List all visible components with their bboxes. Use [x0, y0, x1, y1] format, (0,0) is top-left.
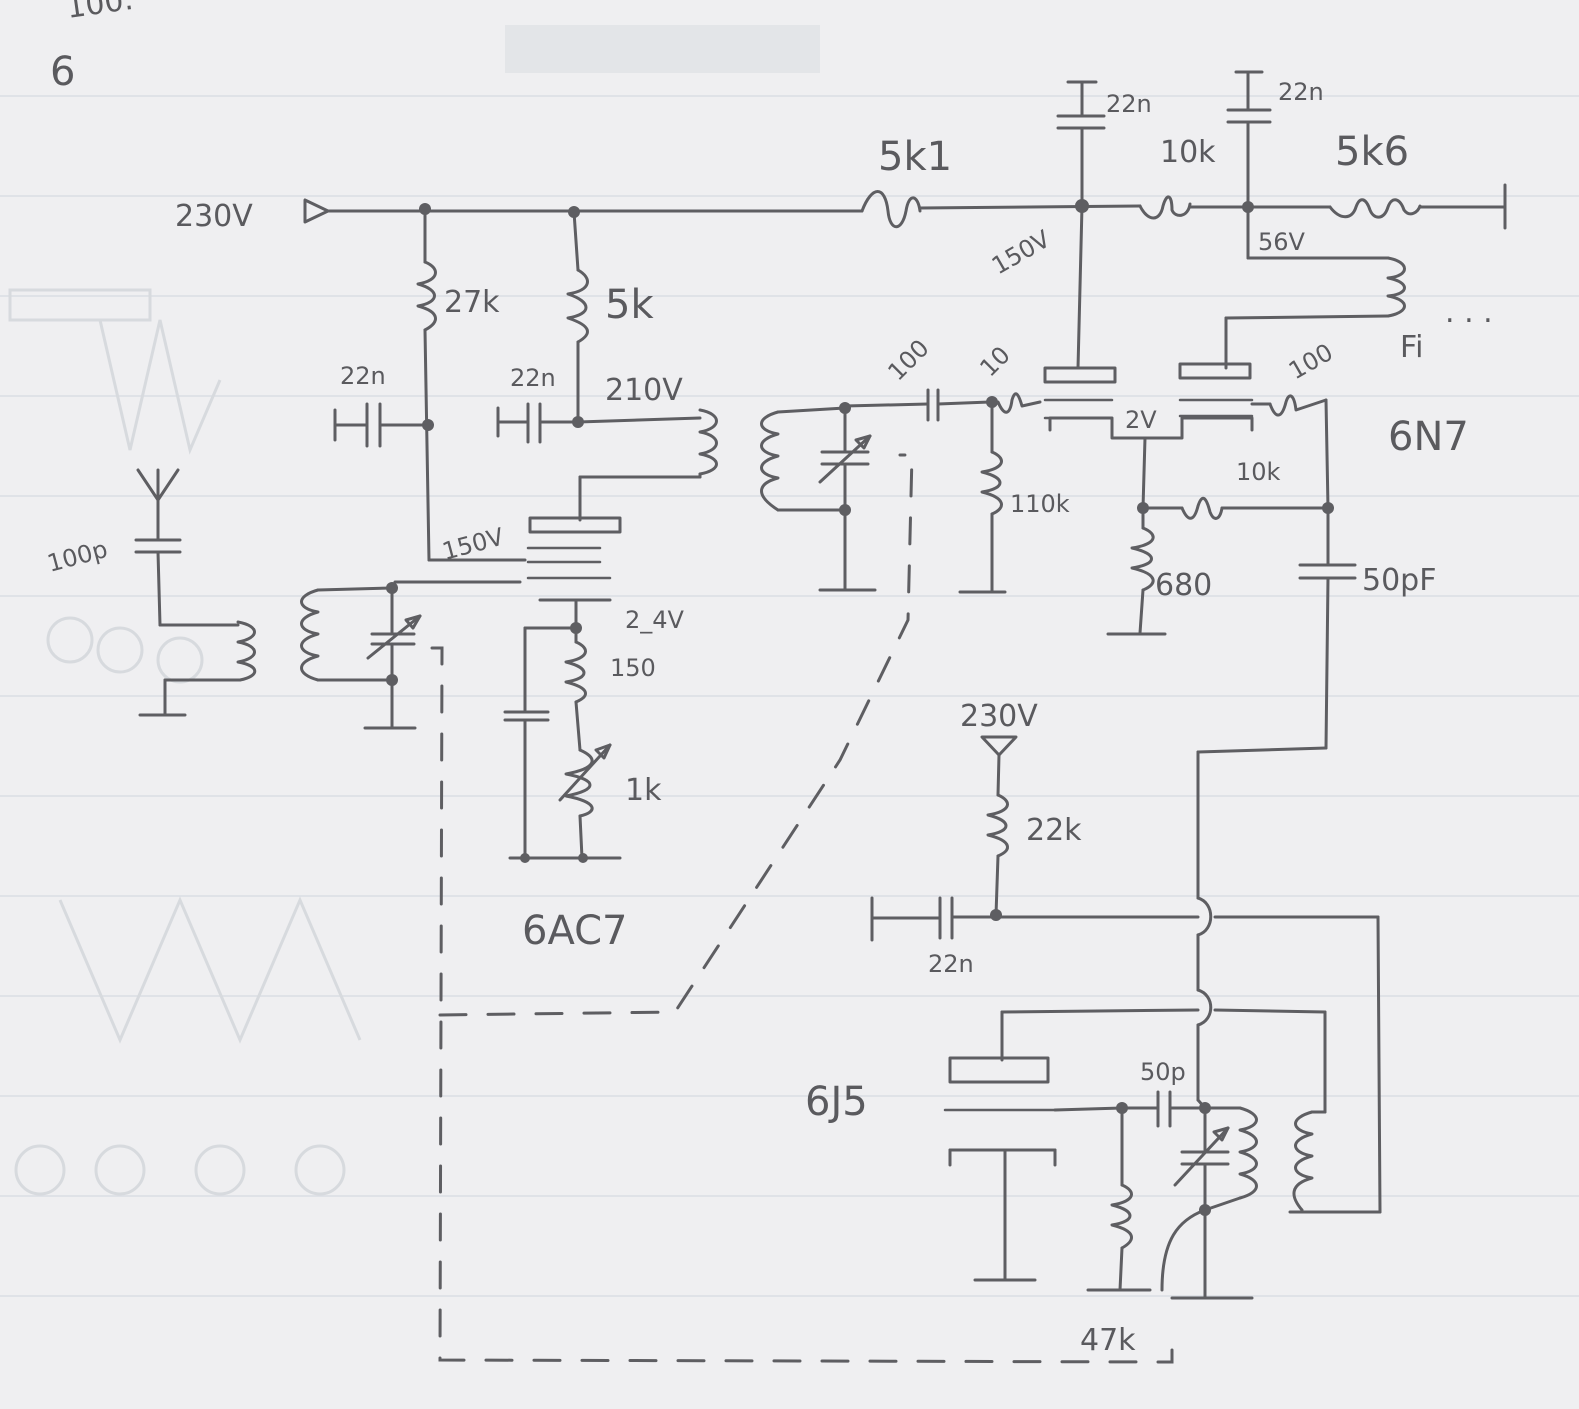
cathode-network-6ac7 — [503, 626, 622, 863]
label-27k: 27k — [444, 285, 500, 320]
label-22n-osc: 22n — [928, 950, 974, 978]
label-5k1: 5k1 — [878, 134, 952, 180]
capacitor-50pf — [1196, 506, 1357, 1102]
rail-to-6n7-plate — [1076, 204, 1084, 370]
label-fi-dots: . . . — [1445, 295, 1493, 330]
label-fi: Fi — [1400, 330, 1423, 365]
label-680: 680 — [1155, 568, 1212, 603]
resistor-10k-top-symbol — [1138, 195, 1192, 220]
capacitor-22n-mid — [496, 402, 580, 444]
label-22k: 22k — [1026, 813, 1082, 848]
antenna-input — [134, 468, 257, 717]
label-230v-input: 230V — [175, 199, 253, 234]
label-210v: 210V — [605, 373, 683, 408]
plate-resistor-100 — [1250, 394, 1330, 510]
label-100-grid: 100 — [882, 334, 934, 386]
capacitor-22n-left — [333, 402, 430, 448]
label-22n-top1: 22n — [1106, 90, 1152, 118]
label-150v-top: 150V — [987, 225, 1055, 281]
fi-coil — [1224, 205, 1406, 370]
label-22n-top2: 22n — [1278, 78, 1324, 106]
label-110k: 110k — [1010, 490, 1070, 518]
resistor-5k6-symbol — [1328, 198, 1422, 219]
tube-label-6ac7: 6AC7 — [522, 908, 628, 954]
label-2-4v: 2_4V — [625, 606, 685, 634]
capacitor-22n-top1 — [1056, 80, 1106, 208]
background-show-through — [8, 25, 820, 1196]
osc-supply-22k — [980, 735, 1018, 921]
label-50p-osc: 50p — [1140, 1058, 1186, 1086]
label-1k: 1k — [625, 773, 662, 808]
grid-tank-6ac7 — [300, 582, 422, 730]
label-22n-mid: 22n — [510, 364, 556, 392]
supply-rail — [303, 183, 1507, 230]
tube-label-6j5: 6J5 — [805, 1079, 868, 1125]
page-number: 6 — [50, 49, 75, 95]
label-150: 150 — [610, 654, 656, 682]
label-2v: 2V — [1125, 406, 1157, 434]
label-10-grid: 10 — [974, 341, 1015, 382]
label-10k-top: 10k — [1160, 135, 1216, 170]
label-100-plate: 100 — [1284, 338, 1338, 385]
label-56v: 56V — [1258, 228, 1306, 256]
osc-plate-coil — [1000, 1008, 1327, 1212]
label-100p-antenna: 100p — [44, 535, 110, 578]
tube-label-6n7: 6N7 — [1388, 414, 1469, 460]
resistor-5k — [566, 210, 589, 428]
osc-grid-network — [1086, 1090, 1207, 1292]
label-5k: 5k — [605, 282, 654, 328]
capacitor-22n-top2 — [1226, 70, 1272, 209]
resistor-27k — [416, 207, 527, 562]
capacitor-22n-osc — [870, 896, 1382, 1214]
tube-6n7-electrodes — [1043, 362, 1254, 514]
if-transformer-6n7-secondary — [760, 402, 877, 592]
osc-tank — [1160, 1098, 1258, 1300]
resistor-5k1-symbol — [860, 190, 922, 229]
tube-6j5-electrodes — [943, 1056, 1124, 1282]
tube-6ac7-electrodes — [393, 516, 622, 634]
label-50pf: 50pF — [1362, 563, 1436, 598]
label-5k6: 5k6 — [1335, 129, 1409, 175]
label-47k: 47k — [1080, 1323, 1136, 1358]
input-arrow — [303, 198, 330, 224]
notebook-rules — [0, 95, 1579, 1297]
corner-scribble: 100. — [64, 0, 135, 26]
grid-coupling-6n7 — [843, 388, 1042, 594]
label-22n-left: 22n — [340, 362, 386, 390]
if-transformer-6ac7-primary — [576, 408, 718, 522]
label-10k-cathode: 10k — [1236, 458, 1281, 486]
gang-tuning-linkage — [430, 453, 1174, 1364]
label-230v-osc: 230V — [960, 699, 1038, 734]
